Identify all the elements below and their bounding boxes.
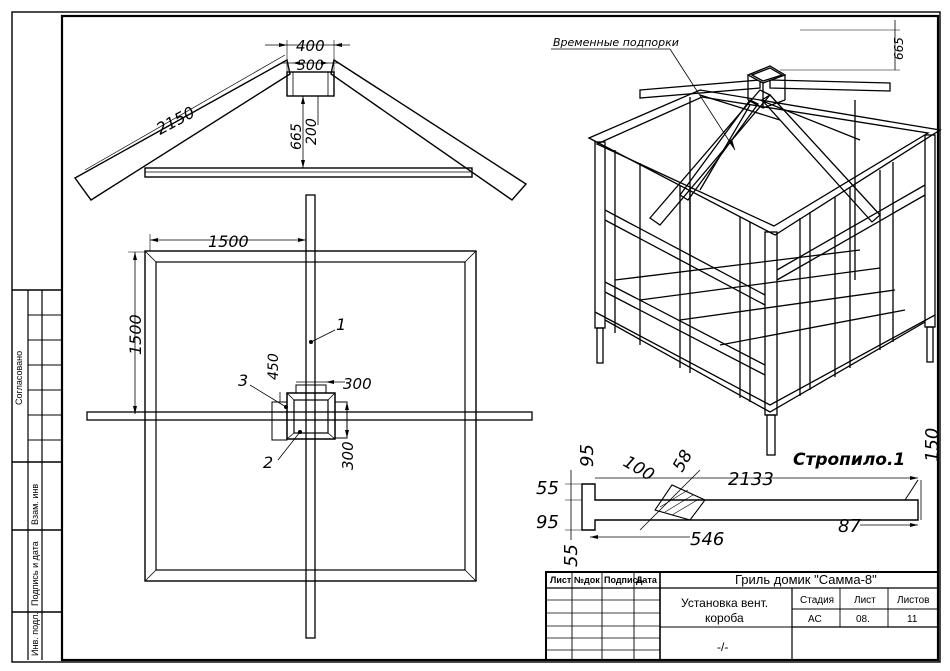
- stamp-inv-replace: Взам. инв: [30, 484, 40, 525]
- dim-58: 58: [669, 447, 697, 476]
- tb-code: -/-: [717, 640, 728, 654]
- dim-150: 150: [922, 428, 943, 462]
- isometric-view: [587, 65, 942, 456]
- stamp-inv-orig: Инв. подл.: [30, 612, 40, 656]
- dim-300-roof: 300: [297, 58, 324, 74]
- dim-95-left: 95: [536, 512, 559, 533]
- tb-sheets: 11: [907, 614, 918, 625]
- dim-546: 546: [690, 529, 724, 550]
- dim-55-bottom: 55: [561, 544, 582, 567]
- dim-55-top: 55: [536, 478, 559, 499]
- callout-1: 1: [336, 315, 346, 334]
- stamp-sign-date: Подпись и дата: [30, 541, 40, 606]
- dim-100: 100: [620, 452, 658, 486]
- tb-col-doc: №док: [574, 575, 600, 585]
- dim-200-roof: 200: [304, 118, 320, 145]
- tb-col-sign: Подпись: [604, 575, 644, 585]
- plan-view: 1500 1500 450 300 300 1 3 2: [86, 194, 533, 639]
- tb-col-date: Дата: [636, 575, 658, 585]
- dim-300-plan-top: 300: [343, 375, 372, 393]
- isometric-annotations: Временные подпорки 665: [551, 20, 906, 151]
- tb-name-1: Установка вент.: [681, 596, 768, 610]
- rafter-detail: Стропило.1 2133 150 87 546 55 95 95 55: [536, 428, 943, 567]
- tb-sheets-h: Листов: [897, 595, 930, 606]
- dim-300-plan-right: 300: [339, 441, 357, 470]
- tb-project: Гриль домик "Самма-8": [735, 572, 877, 587]
- tb-stage-h: Стадия: [800, 595, 834, 606]
- dim-87: 87: [838, 516, 861, 537]
- roof-elevation: 400 300 2150 665 200: [73, 37, 528, 201]
- dim-1500-width: 1500: [208, 232, 249, 251]
- dim-1500-height: 1500: [126, 314, 145, 355]
- stamp-agreed: Согласовано: [14, 351, 24, 405]
- side-stamp: Согласовано Взам. инв Подпись и дата Инв…: [12, 289, 62, 660]
- tb-name-2: короба: [705, 611, 744, 625]
- callout-2: 2: [263, 453, 273, 472]
- tb-sheet: 08.: [856, 614, 870, 625]
- title-block: Лист №док Подпись Дата Гриль домик "Самм…: [545, 571, 939, 661]
- temporary-supports-label: Временные подпорки: [553, 36, 679, 49]
- dim-2150: 2150: [153, 103, 198, 139]
- tb-col-sheet: Лист: [550, 575, 572, 585]
- dim-450: 450: [266, 353, 282, 380]
- dim-400: 400: [296, 37, 325, 55]
- dim-2133: 2133: [728, 469, 774, 490]
- sheet-frame: [11, 11, 941, 663]
- rafter-title: Стропило.1: [793, 450, 905, 470]
- dim-665-roof: 665: [289, 123, 305, 150]
- dim-95-top: 95: [577, 444, 598, 467]
- tb-stage: АС: [808, 614, 822, 625]
- tb-sheet-h: Лист: [854, 595, 876, 606]
- dim-665-iso: 665: [892, 37, 906, 60]
- callout-3: 3: [238, 371, 248, 390]
